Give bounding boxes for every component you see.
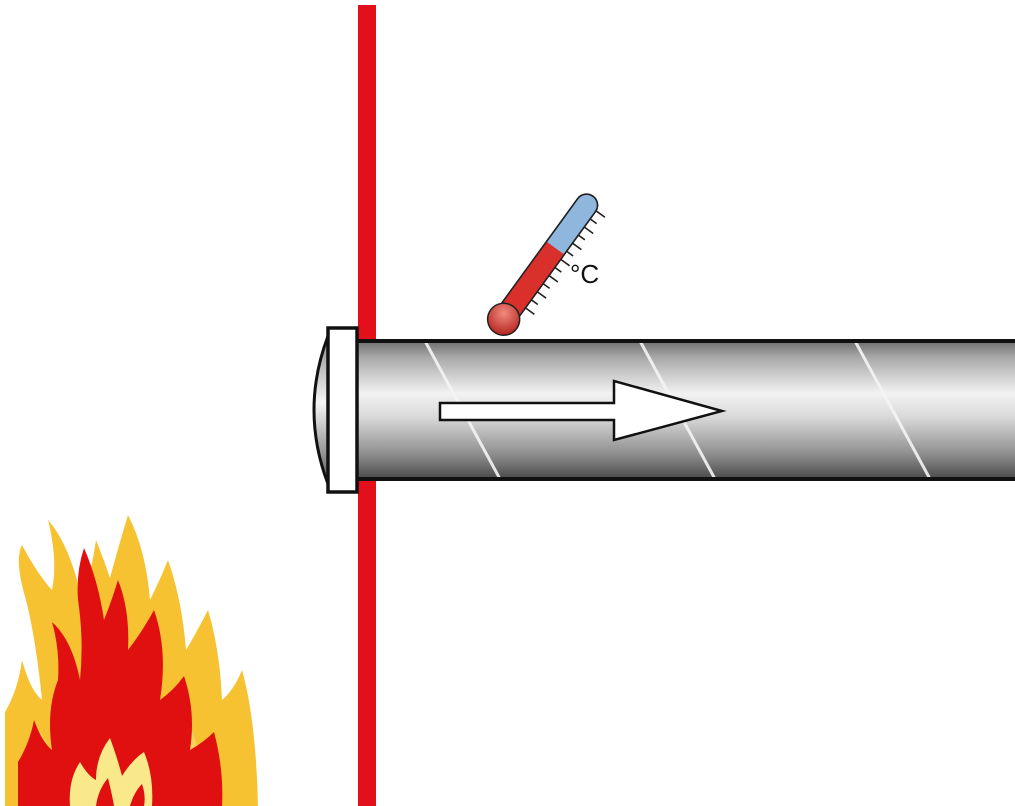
arrow-right-icon bbox=[438, 379, 727, 442]
pipe-collar bbox=[312, 326, 359, 494]
thermometer-icon: °C bbox=[486, 193, 606, 336]
fire-icon bbox=[5, 515, 258, 806]
temperature-unit-label: °C bbox=[570, 259, 599, 289]
